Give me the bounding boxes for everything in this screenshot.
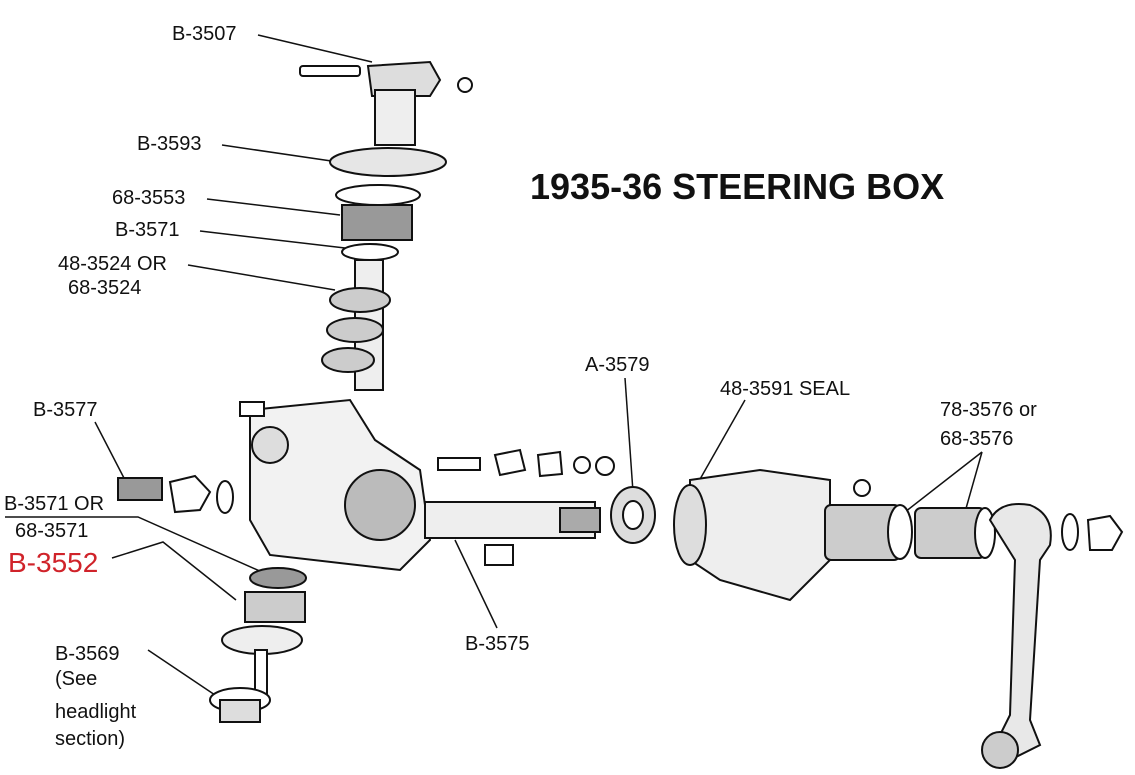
label-78-3576: 78-3576 or (940, 399, 1037, 421)
label-68-3571: 68-3571 (15, 520, 89, 542)
sector-shaft (424, 501, 601, 566)
small-parts (117, 448, 615, 514)
label-seal: 48-3591 SEAL (720, 378, 851, 400)
label-68-3576: 68-3576 (940, 428, 1014, 450)
bushings (824, 504, 996, 561)
label-48-3524: 48-3524 OR (58, 253, 167, 275)
gear-housing (239, 398, 432, 572)
label-b3569-note: (See (55, 668, 98, 690)
seal-housing (673, 468, 871, 602)
label-68-3524: 68-3524 (68, 277, 142, 299)
leader-lines (5, 34, 983, 696)
label-a3579: A-3579 (585, 354, 650, 376)
label-b3507: B-3507 (172, 23, 237, 45)
label-b3569: B-3569 (55, 643, 120, 665)
lower-cover (209, 567, 307, 723)
label-b3577: B-3577 (33, 399, 98, 421)
label-b3571: B-3571 (115, 219, 180, 241)
diagram-title: 1935-36 STEERING BOX (530, 166, 945, 207)
column-assembly (299, 60, 473, 391)
pitman-arm (981, 503, 1124, 769)
label-68-3553: 68-3553 (112, 187, 186, 209)
label-b3569-note: headlight (55, 701, 137, 723)
label-b3571-or: B-3571 OR (4, 493, 105, 515)
label-b3593: B-3593 (137, 133, 202, 155)
label-b3575: B-3575 (465, 633, 530, 655)
label-b3569-note: section) (55, 728, 126, 750)
label-b3552-highlight: B-3552 (8, 547, 99, 578)
